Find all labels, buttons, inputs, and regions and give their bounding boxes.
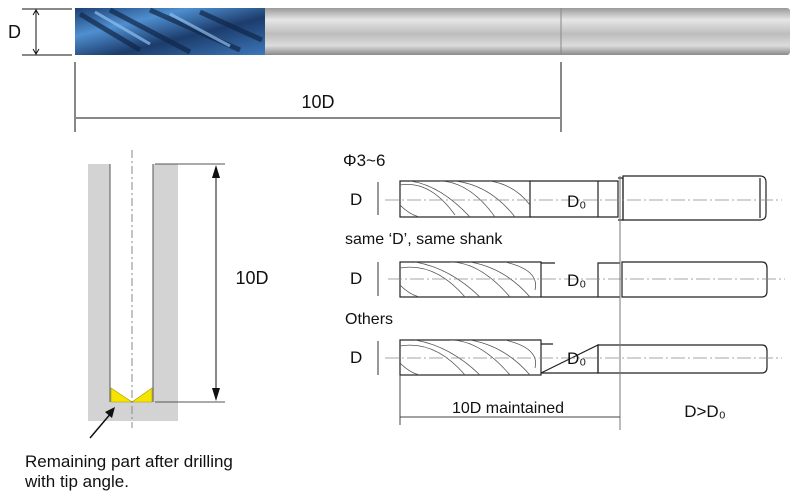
maintained-label: 10D maintained bbox=[452, 400, 564, 417]
hole-depth-label: 10D bbox=[235, 268, 268, 288]
row3-d0-label: D₀ bbox=[567, 349, 586, 368]
top-d-label: D bbox=[8, 22, 21, 42]
row3-d-label: D bbox=[350, 348, 362, 367]
hole-cross-section bbox=[88, 150, 225, 439]
top-diameter-dimension bbox=[22, 8, 72, 56]
diameter-range-label: Φ3~6 bbox=[343, 151, 385, 170]
row3-heading: Others bbox=[345, 311, 393, 328]
row2-d0-label: D₀ bbox=[567, 271, 586, 290]
maintained-dimension bbox=[399, 176, 621, 430]
top-length-label: 10D bbox=[301, 92, 334, 112]
row1-d-label: D bbox=[350, 190, 362, 209]
tool-row3 bbox=[399, 339, 768, 376]
tool-row1 bbox=[399, 175, 767, 221]
caption-line2: with tip angle. bbox=[24, 472, 129, 491]
row1-d0-label: D₀ bbox=[567, 192, 586, 211]
relation-label: D>D₀ bbox=[684, 402, 726, 421]
centerlines bbox=[385, 199, 785, 359]
top-tool-photo bbox=[75, 7, 790, 55]
caption-line1: Remaining part after drilling bbox=[25, 452, 233, 471]
row2-heading: same ‘D’, same shank bbox=[345, 231, 503, 248]
row2-d-label: D bbox=[350, 269, 362, 288]
remaining-tip-right bbox=[131, 387, 153, 403]
top-length-dimension bbox=[74, 62, 562, 132]
tool-row2 bbox=[399, 261, 768, 298]
remaining-tip-left bbox=[110, 387, 133, 403]
